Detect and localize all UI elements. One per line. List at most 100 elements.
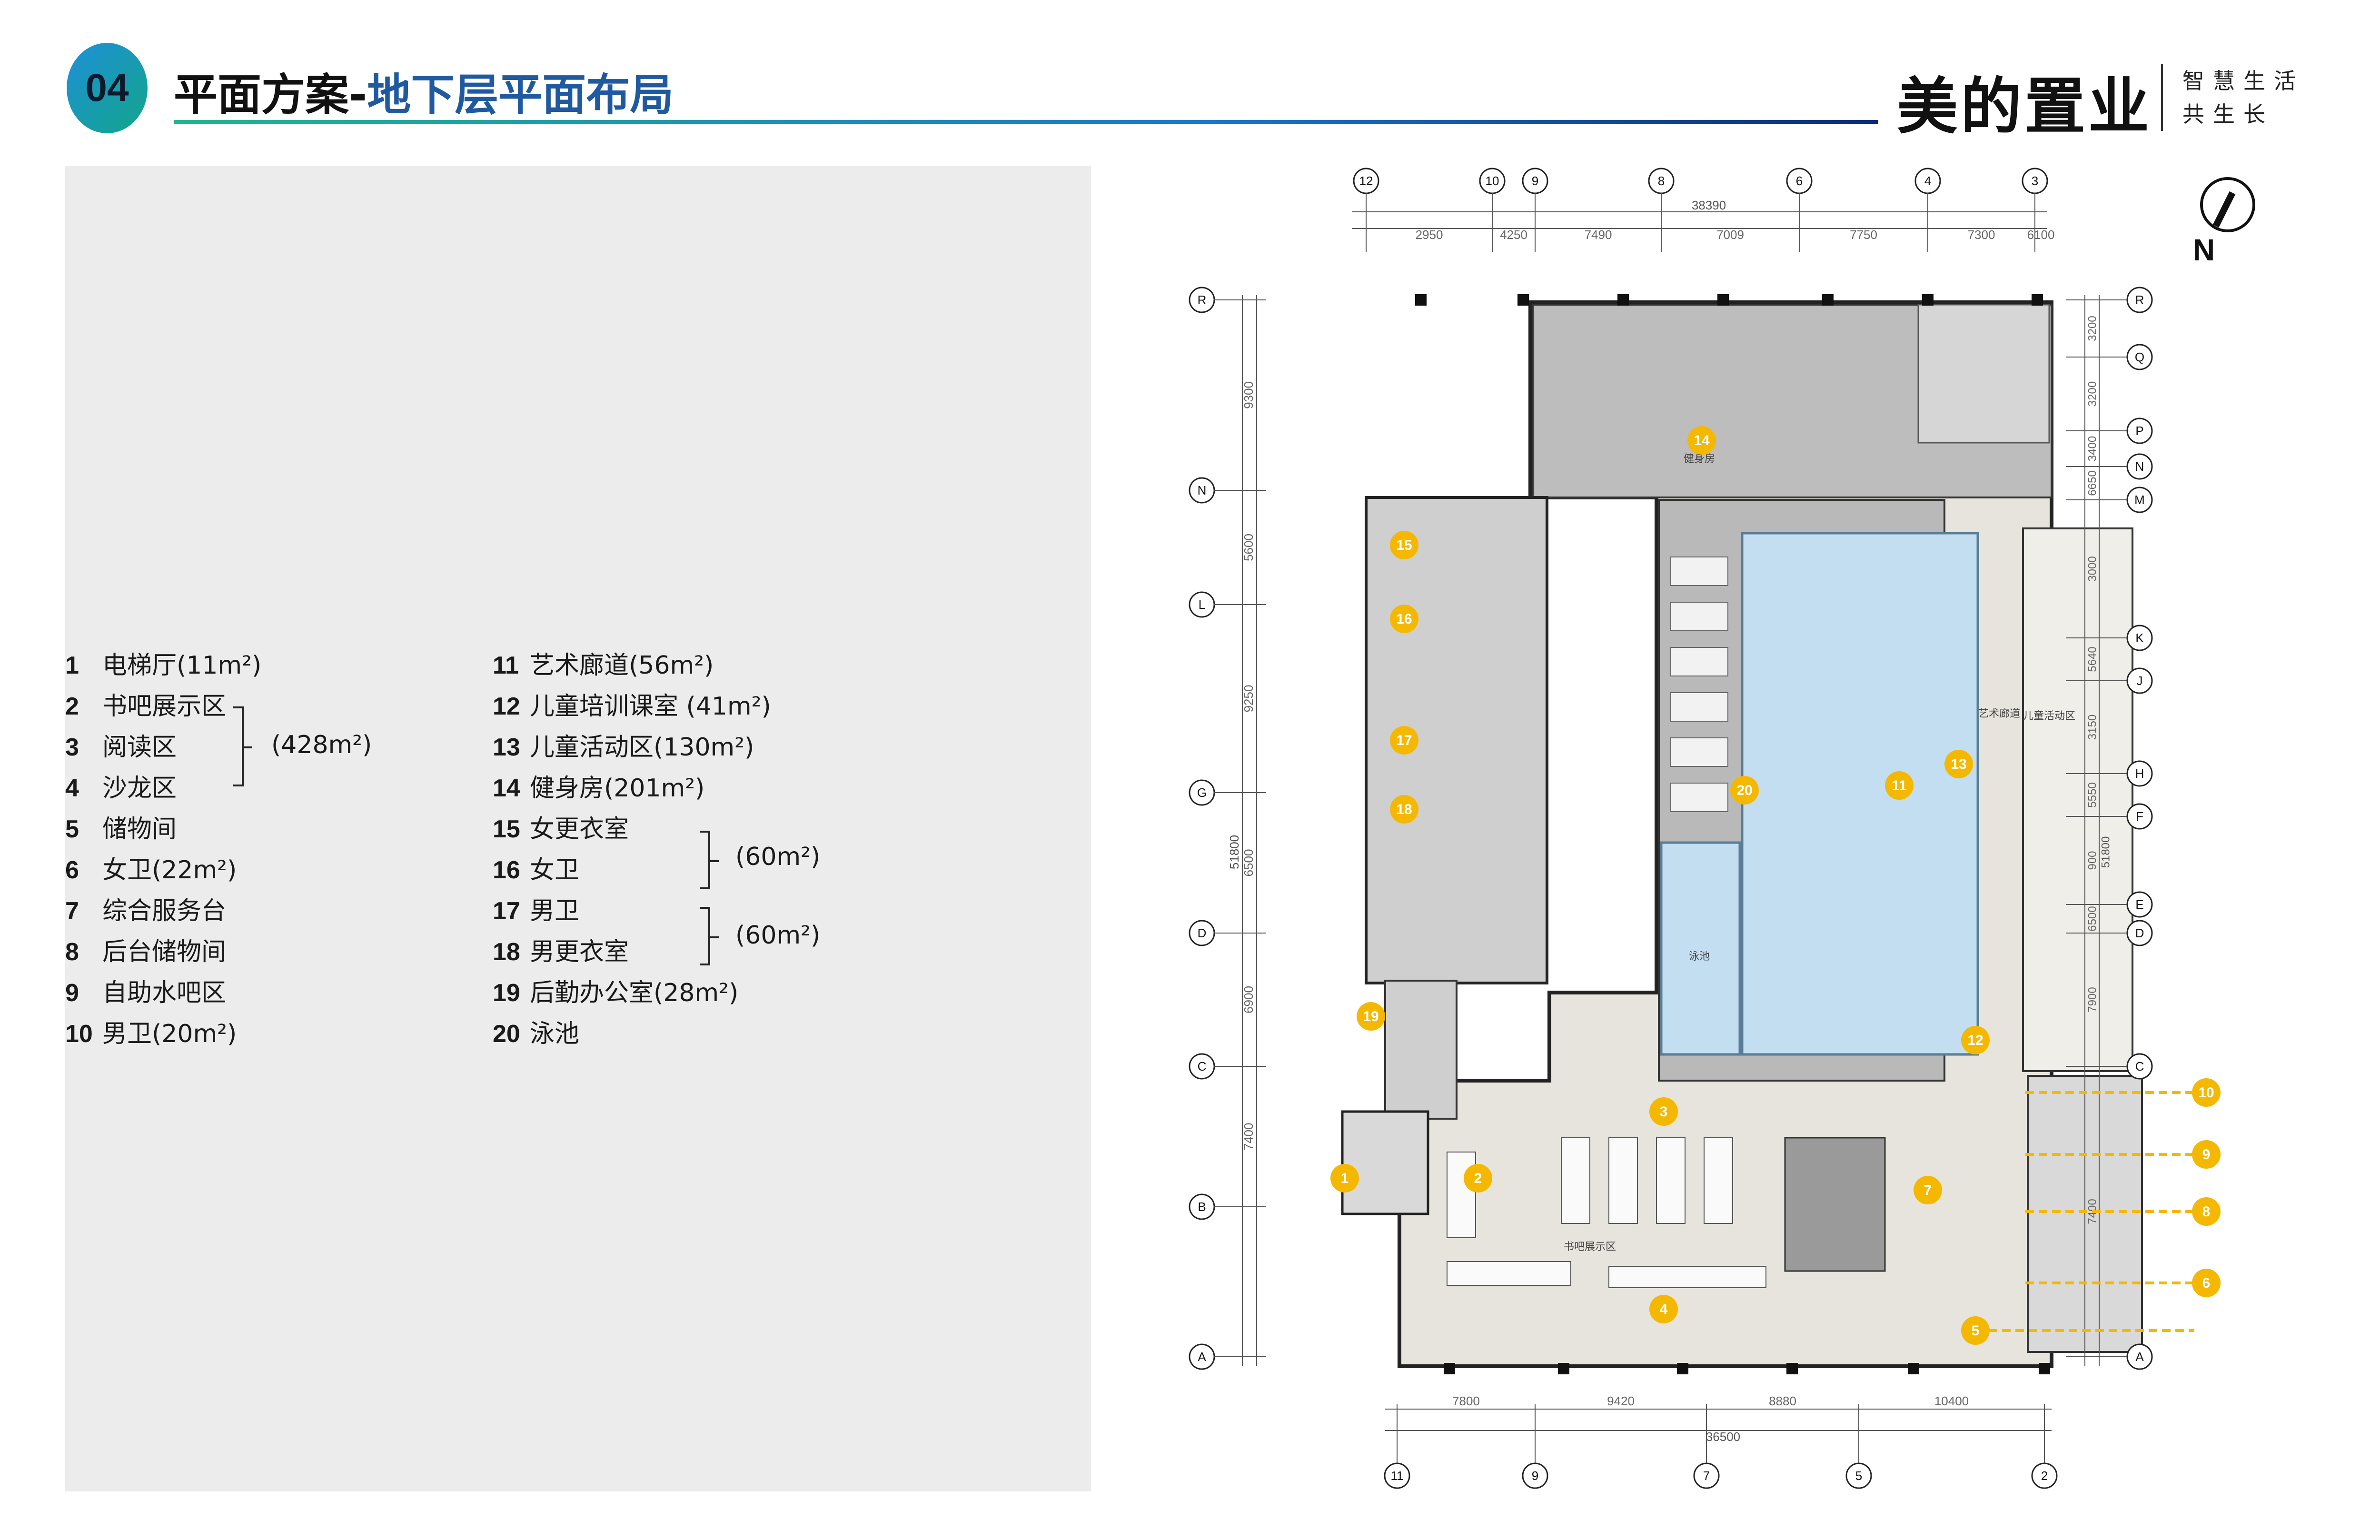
dim-right-7: 5550 xyxy=(2086,782,2099,807)
axis-left-6-label: B xyxy=(1198,1200,1206,1214)
dim-right-1: 3200 xyxy=(2086,381,2099,407)
dim-right-9: 6500 xyxy=(2086,906,2099,931)
room-marker-9 xyxy=(2192,1140,2221,1169)
room-marker-number: 20 xyxy=(1736,783,1752,798)
swimming-pool xyxy=(1741,532,1979,1056)
axis-right-2-label: P xyxy=(2135,424,2143,438)
legend-item-number: 14 xyxy=(493,775,520,802)
structural-column xyxy=(1415,294,1427,306)
legend-item-label: 阅读区 xyxy=(102,733,177,762)
axis-bottom-0-label: 11 xyxy=(1391,1469,1404,1483)
legend-item-label: 儿童培训课室 (41m²) xyxy=(530,692,771,721)
long-table xyxy=(1447,1261,1571,1286)
dim-bottom-0: 7800 xyxy=(1452,1394,1480,1408)
group-note-15-16: (60m²) xyxy=(735,843,821,871)
legend-item-number: 13 xyxy=(493,734,520,761)
legend-item-number: 15 xyxy=(493,815,520,843)
axis-right-9-label: E xyxy=(2135,897,2143,912)
room-marker-number: 15 xyxy=(1396,537,1412,553)
legend-item-label: 书吧展示区 xyxy=(102,692,227,721)
structural-column xyxy=(1717,294,1729,306)
section-badge: 04 xyxy=(67,43,148,133)
axis-bottom-3-label: 5 xyxy=(1855,1469,1862,1483)
structural-column xyxy=(1786,1363,1798,1374)
dim-bottom-1: 9420 xyxy=(1607,1394,1635,1408)
room-marker-number: 5 xyxy=(1972,1323,1980,1339)
legend-item-number: 3 xyxy=(65,734,79,761)
room-marker-number: 10 xyxy=(2198,1085,2214,1101)
kids-pool xyxy=(1660,841,1741,1056)
room-marker-3 xyxy=(1649,1097,1678,1126)
legend-item-label: 泳池 xyxy=(530,1020,580,1048)
legend-item-label: 沙龙区 xyxy=(102,774,177,803)
room-label: 艺术廊道 xyxy=(1978,707,2020,719)
axis-right-4-label: M xyxy=(2134,493,2145,507)
slogan-line-1: 智慧生活 xyxy=(2182,68,2304,94)
legend-item-number: 16 xyxy=(493,856,520,884)
room-marker-number: 11 xyxy=(1892,778,1907,794)
axis-top-4-label: 6 xyxy=(1796,174,1803,188)
legend-item-label: 儿童活动区(130m²) xyxy=(530,733,754,762)
legend-item-label: 女更衣室 xyxy=(530,815,629,844)
room-marker-5 xyxy=(1961,1316,1990,1345)
room-marker-10 xyxy=(2192,1078,2221,1107)
legend-item-number: 6 xyxy=(65,856,79,884)
room-marker-7 xyxy=(1914,1176,1942,1204)
room-marker-number: 6 xyxy=(2202,1275,2211,1291)
room-label: 儿童活动区 xyxy=(2023,710,2075,722)
axis-left-5-label: C xyxy=(1198,1059,1207,1073)
dim-right-0: 3200 xyxy=(2086,316,2099,341)
legend-item-number: 2 xyxy=(65,693,79,720)
long-table xyxy=(1608,1266,1766,1288)
dim-top-3: 7009 xyxy=(1716,228,1744,242)
pool-lounger xyxy=(1670,647,1728,676)
axis-left-4-label: D xyxy=(1198,926,1207,940)
brand-slogan: 智慧生活 共生长 xyxy=(2182,64,2304,131)
dim-left-1: 5600 xyxy=(1241,534,1256,561)
dim-left-total: 51800 xyxy=(1227,835,1241,869)
dim-bottom-3: 10400 xyxy=(1934,1394,1969,1408)
legend-item-label: 储物间 xyxy=(102,815,177,844)
elevator-lobby xyxy=(1341,1110,1429,1215)
axis-right-12-label: A xyxy=(2135,1350,2144,1364)
dim-right-10: 7900 xyxy=(2086,987,2099,1012)
dim-bottom-total: 36500 xyxy=(1706,1430,1740,1444)
slogan-line-2: 共生长 xyxy=(2182,101,2274,127)
legend-item-number: 10 xyxy=(65,1020,93,1048)
room-marker-number: 8 xyxy=(2202,1204,2211,1220)
title-main: 平面方案- xyxy=(174,70,367,120)
dim-right-4: 3000 xyxy=(2086,556,2099,581)
room-marker-number: 2 xyxy=(1474,1171,1482,1186)
room-marker-6 xyxy=(2192,1269,2221,1297)
dim-top-2: 7490 xyxy=(1585,228,1612,242)
group-brace-17-18 xyxy=(700,907,719,965)
axis-right-6-label: J xyxy=(2137,674,2143,688)
room-marker-number: 1 xyxy=(1341,1171,1349,1186)
legend-item-label: 男卫 xyxy=(530,897,580,925)
north-arrow-circle xyxy=(2200,177,2255,232)
axis-left-1-label: N xyxy=(1198,483,1207,497)
structural-column xyxy=(1517,294,1529,306)
room-marker-number: 14 xyxy=(1694,433,1710,448)
dim-top-0: 2950 xyxy=(1416,228,1443,242)
structural-column xyxy=(1908,1363,1919,1374)
dim-right-3: 6650 xyxy=(2086,470,2099,496)
room-marker-number: 12 xyxy=(1967,1033,1983,1048)
legend-item-label: 女卫 xyxy=(530,856,580,884)
legend-item-number: 9 xyxy=(65,979,79,1007)
legend-item-number: 8 xyxy=(65,938,79,966)
legend-item: 13 儿童活动区(130m²) xyxy=(493,727,771,768)
legend-item-label: 综合服务台 xyxy=(102,897,227,925)
title-sub: 地下层平面布局 xyxy=(367,70,674,120)
dim-top-1: 4250 xyxy=(1500,228,1527,242)
room-marker-13 xyxy=(1944,750,1973,778)
legend-item: 2 书吧展示区 xyxy=(65,686,261,727)
dim-left-4: 6900 xyxy=(1241,986,1256,1013)
